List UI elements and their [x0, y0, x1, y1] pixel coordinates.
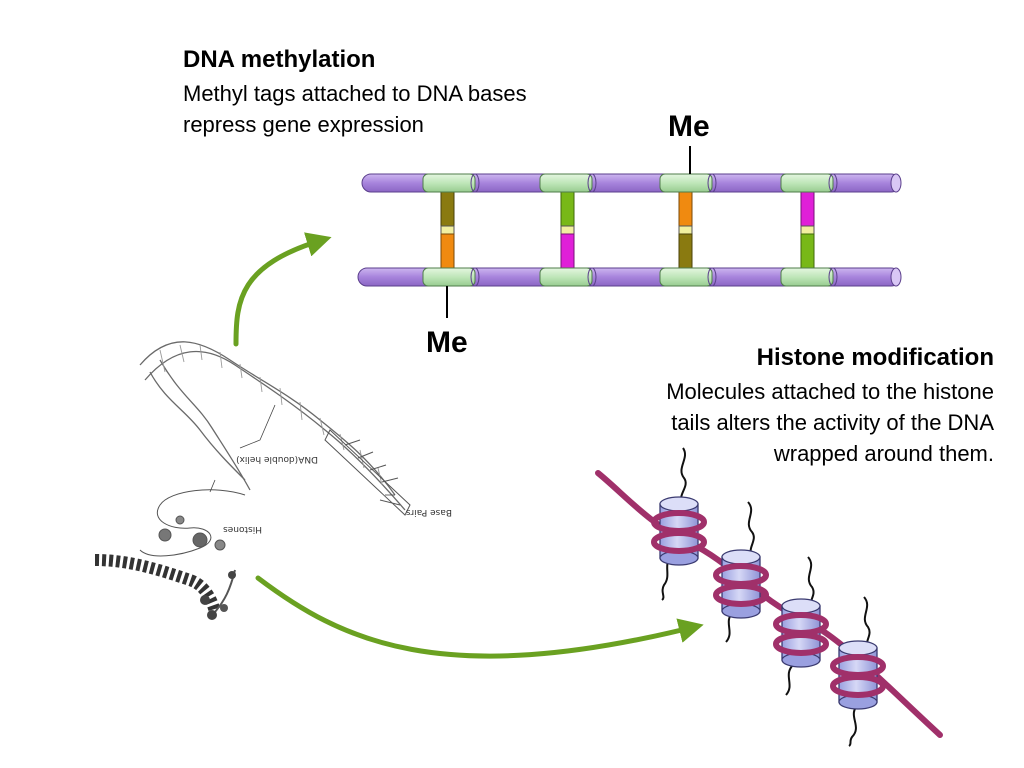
- nucleosome-3: [773, 598, 829, 668]
- double-helix: [139, 341, 406, 511]
- base-pair-4: [800, 187, 815, 271]
- label-histones: Histones: [223, 524, 262, 534]
- bottom-backbone: [357, 267, 902, 287]
- top-backbone: [361, 173, 902, 193]
- label-double-helix: DNA(double helix): [236, 454, 318, 464]
- methylation-desc-line2: repress gene expression: [183, 112, 424, 137]
- histone-beads: [139, 489, 246, 557]
- histone-title: Histone modification: [756, 344, 994, 371]
- nucleosome-2: [713, 549, 769, 619]
- methylation-desc-line1: Methyl tags attached to DNA bases: [183, 81, 527, 106]
- arrow-to-methylation: [233, 232, 332, 347]
- methylation-title: DNA methylation: [183, 46, 376, 73]
- histone-desc-line2: tails alters the activity of the DNA: [671, 410, 994, 435]
- methyl-label-top: Me: [668, 110, 710, 143]
- nucleosome-1: [651, 496, 707, 566]
- chromatin-fiber: [94, 554, 236, 620]
- chromosome-illustration: DNA(double helix) Base Pairs Histones: [94, 341, 452, 620]
- histone-desc-line3: wrapped around them.: [773, 441, 994, 466]
- arrow-to-histone: [255, 575, 704, 659]
- histone-dna-strand: [595, 470, 943, 738]
- base-pair-3: [678, 187, 693, 271]
- base-pair-1: [440, 187, 455, 271]
- helix-label-lines: [209, 404, 395, 496]
- base-pair-2: [560, 187, 575, 271]
- histone-desc-line1: Molecules attached to the histone: [666, 379, 994, 404]
- histone-strand: [595, 447, 943, 747]
- methyl-label-bottom: Me: [426, 326, 468, 359]
- dna-ladder: [357, 146, 902, 318]
- nucleosome-4: [830, 640, 886, 710]
- label-base-pairs: Base Pairs: [405, 507, 452, 517]
- base-pairs-detail: [324, 429, 411, 516]
